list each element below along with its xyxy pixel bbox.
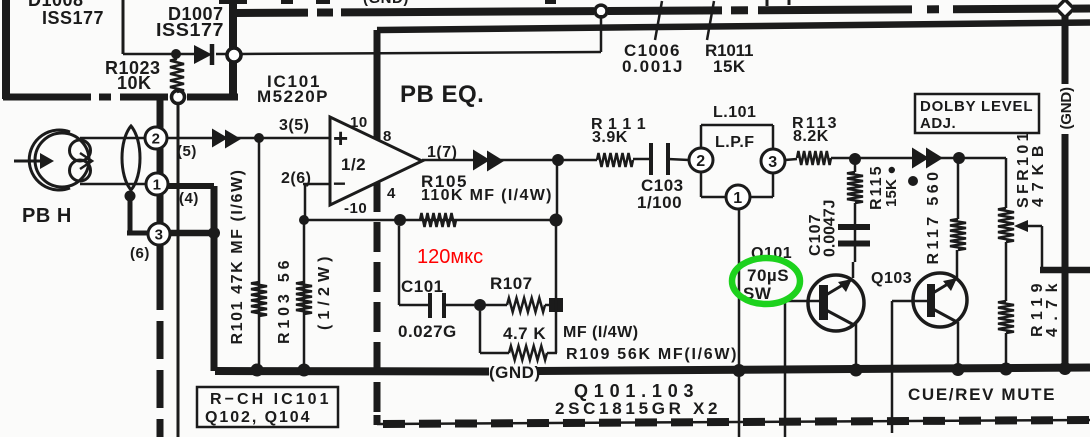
svg-text:10K: 10K xyxy=(117,73,152,93)
svg-text:(GND): (GND) xyxy=(363,0,409,7)
svg-text:C103: C103 xyxy=(641,176,684,195)
svg-text:4: 4 xyxy=(387,185,396,202)
svg-text:1(7): 1(7) xyxy=(427,144,457,161)
svg-text:C1006: C1006 xyxy=(624,41,680,60)
svg-text:3: 3 xyxy=(768,154,777,171)
svg-text:1: 1 xyxy=(153,177,162,194)
svg-text:(GND): (GND) xyxy=(1058,87,1075,130)
svg-text:Q103: Q103 xyxy=(871,270,912,287)
svg-text:2: 2 xyxy=(696,153,705,170)
svg-text:1/100: 1/100 xyxy=(637,193,682,212)
svg-text:110K MF (I/4W): 110K MF (I/4W) xyxy=(421,187,552,204)
svg-text:3.9K: 3.9K xyxy=(592,129,628,146)
svg-text:R107: R107 xyxy=(490,274,533,293)
svg-text:R103 56: R103 56 xyxy=(276,260,293,344)
svg-text:R109 56K MF(I/6W): R109 56K MF(I/6W) xyxy=(566,346,737,363)
svg-text:ADJ.: ADJ. xyxy=(920,115,956,132)
svg-text:IC101: IC101 xyxy=(267,72,320,91)
svg-text:(5): (5) xyxy=(177,143,197,160)
svg-text:-10: -10 xyxy=(344,200,367,217)
svg-text:4.7 K: 4.7 K xyxy=(503,324,546,343)
svg-text:47KB: 47KB xyxy=(1030,145,1047,207)
svg-text:ISS177: ISS177 xyxy=(156,20,224,40)
svg-text:D1008: D1008 xyxy=(28,0,84,10)
svg-text:R113: R113 xyxy=(792,115,837,132)
svg-text:M5220P: M5220P xyxy=(257,87,328,106)
svg-text:R101 47K MF (I/6W): R101 47K MF (I/6W) xyxy=(229,170,246,345)
svg-text:1/2: 1/2 xyxy=(341,155,366,174)
svg-text:Q102, Q104: Q102, Q104 xyxy=(205,409,310,426)
svg-text:PB H: PB H xyxy=(22,205,72,227)
svg-text:(1/2W): (1/2W) xyxy=(316,256,333,330)
svg-text:−: − xyxy=(333,171,346,196)
svg-text:D1007: D1007 xyxy=(168,4,224,24)
svg-text:ISS177: ISS177 xyxy=(42,8,104,28)
svg-text:120мкс: 120мкс xyxy=(417,246,483,268)
svg-text:CUE/REV MUTE: CUE/REV MUTE xyxy=(908,385,1055,404)
svg-text:R1023: R1023 xyxy=(105,58,161,78)
svg-text:0.0047J: 0.0047J xyxy=(822,199,839,257)
svg-text:15K ●: 15K ● xyxy=(883,165,900,207)
svg-text:2: 2 xyxy=(152,131,161,148)
svg-text:8.2K: 8.2K xyxy=(793,128,829,145)
svg-text:10: 10 xyxy=(350,114,368,131)
svg-text:3(5): 3(5) xyxy=(279,117,309,134)
svg-text:(4): (4) xyxy=(179,190,199,207)
svg-text:70µS: 70µS xyxy=(747,266,789,285)
svg-text:0.001J: 0.001J xyxy=(622,57,683,76)
svg-text:3: 3 xyxy=(155,227,164,244)
svg-text:C101: C101 xyxy=(401,277,444,296)
svg-text:C107: C107 xyxy=(807,214,824,256)
svg-text:1: 1 xyxy=(733,190,742,207)
svg-text:R1011: R1011 xyxy=(705,41,754,60)
svg-text:0.027G: 0.027G xyxy=(398,322,457,341)
svg-text:SFR101: SFR101 xyxy=(1015,132,1032,208)
svg-text:R−CH IC101: R−CH IC101 xyxy=(210,391,329,408)
svg-text:MF (I/4W): MF (I/4W) xyxy=(563,324,639,341)
svg-text:(6): (6) xyxy=(130,245,150,262)
svg-text:R105: R105 xyxy=(421,172,467,191)
svg-text:L.101: L.101 xyxy=(713,104,756,121)
svg-text:+: + xyxy=(333,123,349,153)
svg-text:15K: 15K xyxy=(713,57,746,76)
svg-text:R 1 1 1: R 1 1 1 xyxy=(591,116,646,133)
svg-text:(GND): (GND) xyxy=(489,363,541,382)
svg-text:2(6): 2(6) xyxy=(281,170,311,187)
svg-text:R115: R115 xyxy=(868,166,885,210)
svg-text:L.P.F: L.P.F xyxy=(715,134,755,151)
svg-text:8: 8 xyxy=(383,128,392,145)
svg-text:PB EQ.: PB EQ. xyxy=(400,81,484,108)
svg-text:DOLBY LEVEL: DOLBY LEVEL xyxy=(920,98,1033,115)
